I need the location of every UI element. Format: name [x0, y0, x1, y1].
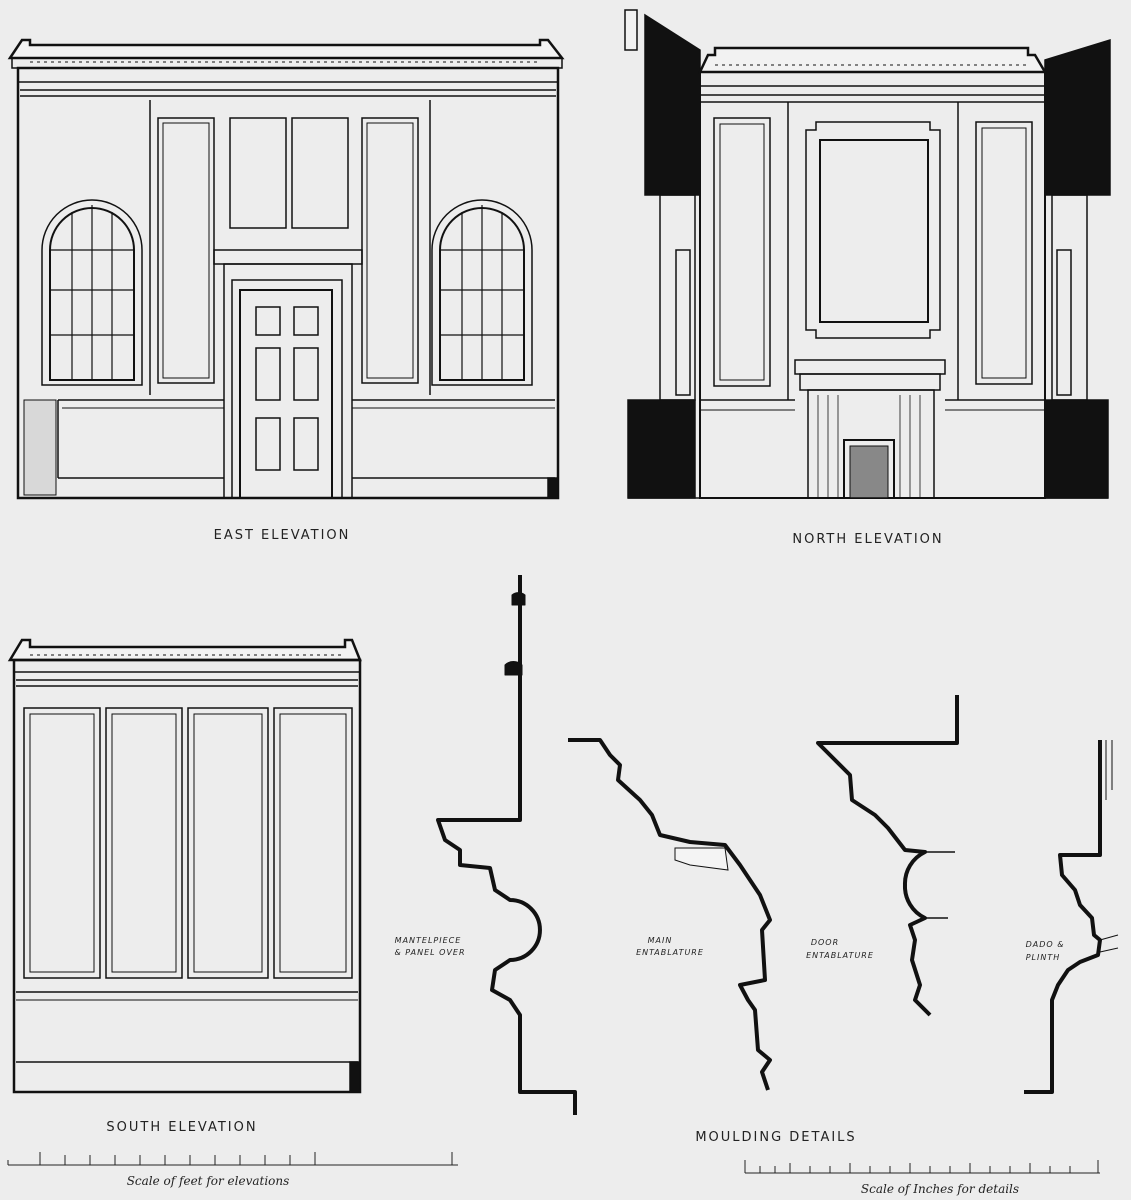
main-entablature-label-2: ENTABLATURE [636, 948, 704, 957]
profile-mantelpiece [436, 575, 577, 1115]
mantelpiece-label-2: & PANEL OVER [394, 948, 465, 957]
north-elevation [624, 9, 1111, 499]
dado-plinth-top-detail [1099, 740, 1119, 953]
north-elevation-label: NORTH ELEVATION [792, 532, 943, 547]
east-elevation [7, 38, 565, 500]
profile-door-entablature [816, 695, 959, 1017]
south-elevation-label: SOUTH ELEVATION [106, 1120, 257, 1135]
dado-plinth-label-2: PLINTH [1026, 953, 1061, 962]
main-entablature-bracket [674, 847, 729, 871]
profile-main-entablature [568, 738, 772, 1091]
dado-plinth-label-1: DADO & [1026, 940, 1065, 949]
mantelpiece-label-1: MANTELPIECE [395, 936, 462, 945]
moulding-details-label: MOULDING DETAILS [695, 1130, 856, 1145]
south-elevation [7, 638, 362, 1094]
scale-feet-label: Scale of feet for elevations [127, 1174, 290, 1188]
door-entablature-label-2: ENTABLATURE [806, 951, 874, 960]
east-elevation-label: EAST ELEVATION [214, 528, 351, 543]
main-entablature-label-1: MAIN [648, 936, 673, 945]
scale-inches [744, 1160, 1100, 1174]
profile-dado-plinth [1024, 740, 1102, 1094]
scale-feet [7, 1152, 458, 1166]
door-entablature-label-1: DOOR [811, 938, 839, 947]
scale-inches-label: Scale of Inches for details [861, 1182, 1019, 1196]
